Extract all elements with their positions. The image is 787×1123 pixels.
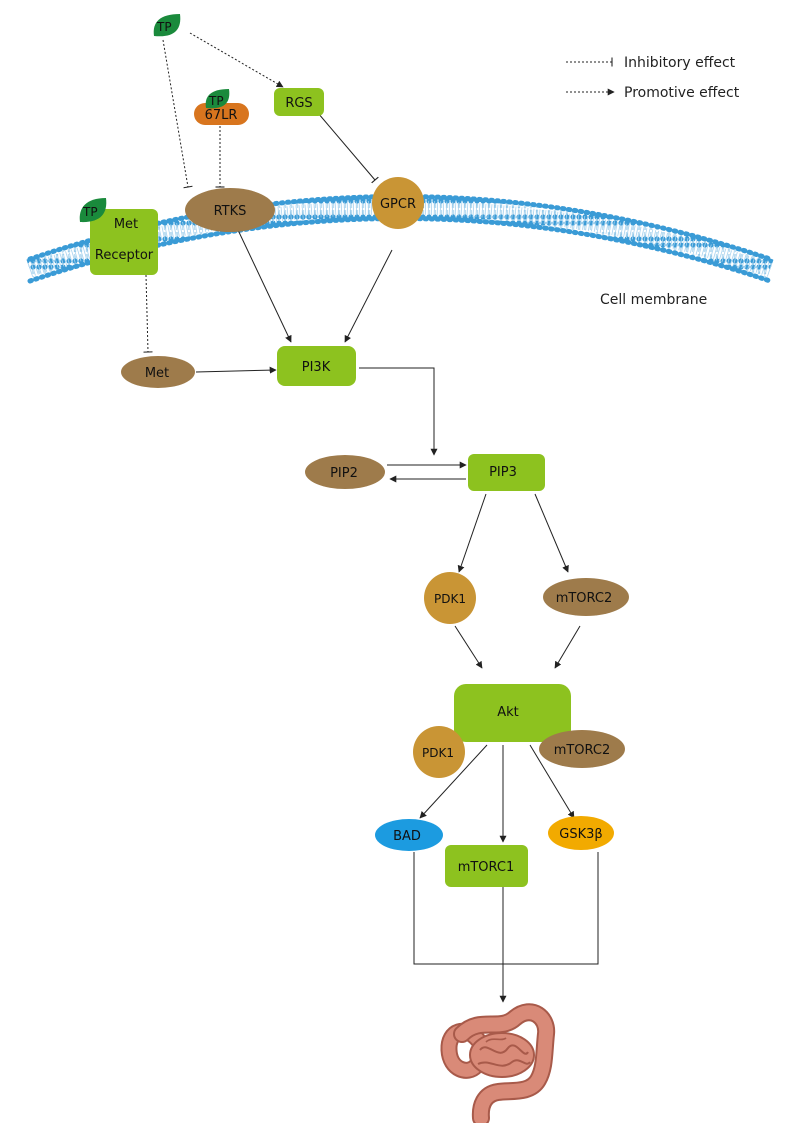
gsk3b-label: GSK3β <box>559 827 602 842</box>
pdk1-to-akt <box>454 625 483 669</box>
akt-pdk1-label: PDK1 <box>422 746 454 760</box>
pip3-to-mtorc2 <box>534 493 569 573</box>
legend-promotive-text: Promotive effect <box>624 85 740 101</box>
pi3k-node: PI3K <box>277 346 356 386</box>
pip3-to-pdk1 <box>457 493 487 573</box>
tp-to-rgs-dashed <box>189 32 284 88</box>
pip2-node: PIP2 <box>305 455 385 489</box>
intestine-icon <box>440 1003 556 1123</box>
akt-mtorc2-node: mTORC2 <box>539 730 625 768</box>
connectors <box>143 32 599 1003</box>
leaf-icon <box>153 14 181 37</box>
mtorc1-label: mTORC1 <box>458 860 515 875</box>
akt-mtorc2-label: mTORC2 <box>554 743 611 758</box>
met-receptor-label-line2: Receptor <box>95 248 154 263</box>
lr67-node: 67LR TP <box>194 89 249 125</box>
akt-label: Akt <box>497 705 519 720</box>
gpcr-node: GPCR <box>372 177 424 229</box>
bad-node: BAD <box>375 819 443 851</box>
leaf-icon <box>205 89 230 109</box>
pip3-node: PIP3 <box>468 454 545 491</box>
cell-membrane-label: Cell membrane <box>600 292 707 308</box>
gpcr-label: GPCR <box>380 197 416 212</box>
tp-top-label: TP <box>156 20 172 34</box>
rtks-node: RTKS <box>185 188 275 232</box>
tp-top: TP <box>153 14 181 37</box>
met-to-pi3k <box>195 366 277 374</box>
met-receptor-label-line1: Met <box>114 217 138 232</box>
rtks-label: RTKS <box>214 204 247 219</box>
bad-label: BAD <box>393 829 421 844</box>
rgs-node: RGS <box>274 88 324 116</box>
pdk1-node: PDK1 <box>424 572 476 624</box>
rtks-to-pi3k <box>237 229 292 343</box>
tp-to-rtks-dashed <box>162 39 193 189</box>
bad-to-junction <box>413 852 503 965</box>
gpcr-to-pi3k <box>344 249 393 343</box>
mtorc1-node: mTORC1 <box>445 845 528 887</box>
gsk3b-node: GSK3β <box>548 816 614 850</box>
akt-node: Akt <box>454 684 571 742</box>
legend-inhibitory-text: Inhibitory effect <box>624 55 736 71</box>
pi3k-label: PI3K <box>302 360 331 375</box>
rgs-to-gpcr <box>317 112 379 184</box>
gsk3b-to-junction <box>503 852 599 965</box>
akt-pdk1-node: PDK1 <box>413 726 465 778</box>
pdk1-label: PDK1 <box>434 592 466 606</box>
rgs-label: RGS <box>285 96 312 111</box>
met-node: Met <box>121 356 195 388</box>
met-receptor-node: Met Receptor TP <box>79 198 158 275</box>
tp-met-label: TP <box>82 205 98 219</box>
mtorc2-node: mTORC2 <box>543 578 629 616</box>
mtorc2-to-akt <box>554 625 581 669</box>
lr67-label: 67LR <box>205 108 238 123</box>
leaf-icon <box>79 198 107 223</box>
pi3k-to-pip3 <box>359 367 438 456</box>
pip2-label: PIP2 <box>330 466 358 481</box>
legend: Inhibitory effect Promotive effect <box>566 55 740 101</box>
metreceptor-to-met-dashed <box>143 274 153 353</box>
akt-to-gsk3b <box>529 744 575 819</box>
pip3-label: PIP3 <box>489 465 517 480</box>
met-label: Met <box>145 366 169 381</box>
mtorc2-label: mTORC2 <box>556 591 613 606</box>
tp-67lr-label: TP <box>208 94 224 108</box>
akt-to-bad <box>419 744 488 819</box>
